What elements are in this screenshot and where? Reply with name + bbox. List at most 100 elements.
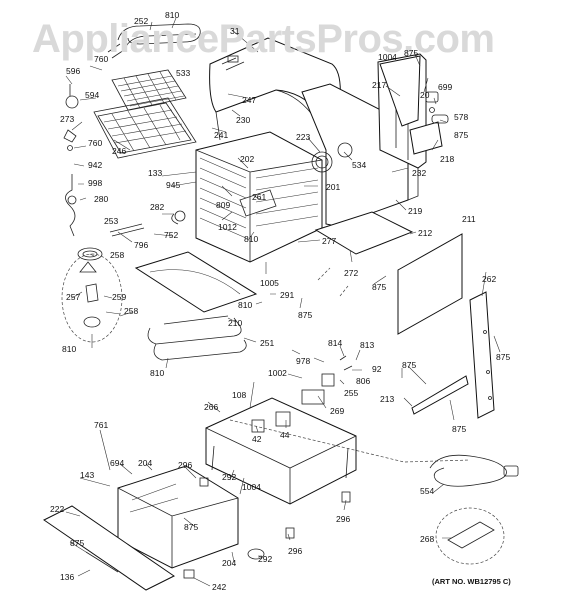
callout: 875 (402, 360, 416, 370)
callout: 533 (176, 68, 190, 78)
callout: 277 (322, 236, 336, 246)
callout: 809 (216, 200, 230, 210)
callout: 269 (330, 406, 344, 416)
callout: 296 (288, 546, 302, 556)
callout: 272 (344, 268, 358, 278)
callout: 280 (94, 194, 108, 204)
callout: 810 (165, 10, 179, 20)
callout: 292 (258, 554, 272, 564)
callout: 875 (184, 522, 198, 532)
callout: 213 (380, 394, 394, 404)
callout: 578 (454, 112, 468, 122)
callout: 1004 (378, 52, 397, 62)
callout: 810 (244, 234, 258, 244)
callout: 268 (420, 534, 434, 544)
lower-element-part (147, 315, 247, 361)
callout: 31 (230, 26, 240, 36)
broil-element-part (107, 23, 201, 59)
callout: 594 (85, 90, 99, 100)
power-cord-part (429, 454, 519, 487)
callout: 258 (124, 306, 138, 316)
callout: 20 (420, 90, 430, 100)
callout: 1004 (242, 482, 261, 492)
callout: 217 (372, 80, 386, 90)
callout: 259 (112, 292, 126, 302)
light-assembly-part (61, 253, 123, 343)
bracket-part (379, 55, 443, 155)
callout: 761 (94, 420, 108, 430)
hinge-bracket-part (301, 355, 353, 405)
callout: 291 (280, 290, 294, 300)
callout: 1002 (268, 368, 287, 378)
oven-rack-upper-part (111, 69, 187, 111)
callout: 875 (404, 48, 418, 58)
bake-element-part (109, 189, 277, 237)
callout: 255 (344, 388, 358, 398)
oven-rack-lower-part (93, 97, 197, 159)
callout: 247 (242, 95, 256, 105)
assembly-dashed-lines (229, 267, 471, 463)
callout: 258 (110, 250, 124, 260)
callout: 252 (134, 16, 148, 26)
callout: 222 (50, 504, 64, 514)
callout: 262 (482, 274, 496, 284)
callout: 201 (326, 182, 340, 192)
callout: 223 (296, 132, 310, 142)
callout: 875 (372, 282, 386, 292)
callout: 806 (356, 376, 370, 386)
callout: 136 (60, 572, 74, 582)
oven-door-glass-part (134, 251, 258, 313)
callout: 92 (372, 364, 382, 374)
callout: 211 (462, 214, 476, 224)
rail-part (411, 375, 469, 415)
drawer-front-panel-part (43, 505, 175, 591)
callout: 810 (62, 344, 76, 354)
trim-strip-part (469, 291, 495, 419)
leader-lines (65, 17, 501, 587)
callout: 204 (222, 558, 236, 568)
callout: 143 (80, 470, 94, 480)
callout: 292 (222, 472, 236, 482)
callout: 813 (360, 340, 374, 350)
leveling-legs-part (183, 477, 351, 579)
callout: 251 (260, 338, 274, 348)
callout: 596 (66, 66, 80, 76)
callout: 246 (112, 146, 126, 156)
callout: 875 (70, 538, 84, 548)
callout: 554 (420, 486, 434, 496)
callout: 699 (438, 82, 452, 92)
callout: 810 (150, 368, 164, 378)
callout: 1012 (218, 222, 237, 232)
callout: 875 (298, 310, 312, 320)
callout: 945 (166, 180, 180, 190)
art-number-label: (ART NO. WB12795 C) (432, 577, 511, 586)
callout: 241 (214, 130, 228, 140)
callout: 257 (66, 292, 80, 302)
callout: 978 (296, 356, 310, 366)
callout: 42 (252, 434, 262, 444)
callout: 253 (104, 216, 118, 226)
callout: 875 (454, 130, 468, 140)
callout-labels: 252 810 31 875 760 533 596 594 247 230 1… (50, 10, 510, 592)
callout: 875 (452, 424, 466, 434)
callout: 273 (60, 114, 74, 124)
callout: 210 (228, 318, 242, 328)
callout: 875 (496, 352, 510, 362)
callout: 108 (232, 390, 246, 400)
callout: 760 (88, 138, 102, 148)
callout: 232 (412, 168, 426, 178)
callout: 296 (178, 460, 192, 470)
callout: 261 (252, 192, 266, 202)
bottom-panel-part (314, 211, 414, 255)
callout: 219 (408, 206, 422, 216)
foot-detail-part (435, 507, 505, 565)
callout: 1005 (260, 278, 279, 288)
callout: 694 (110, 458, 124, 468)
callout: 230 (236, 115, 250, 125)
watermark-text: AppliancePartsPros.com (32, 17, 495, 61)
knob-parts (63, 84, 79, 237)
callout: 133 (148, 168, 162, 178)
callout: 998 (88, 178, 102, 188)
